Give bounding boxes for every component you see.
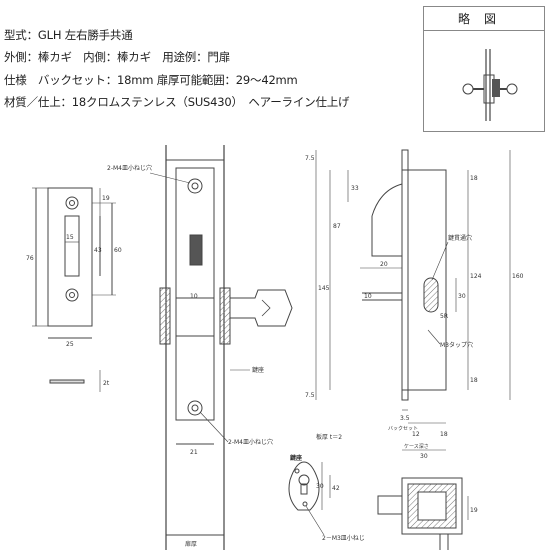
dim-10-front: 10 [190, 293, 198, 300]
schematic-title: 略図 [424, 7, 544, 31]
spec-model: 型式：GLH 左右勝手共通 [4, 28, 133, 42]
dim-15: 15 [66, 234, 74, 241]
label-case-depth: ケース深さ [404, 443, 429, 450]
technical-drawing: 76 60 43 19 15 25 2t 2-M4皿小ねじ穴 10 鍵座 2-M… [26, 145, 524, 550]
dim-145: 145 [318, 285, 330, 292]
label-key-seat-title: 鍵座 [290, 454, 302, 462]
dim-18-top: 18 [470, 175, 478, 182]
dim-2t: 2t [103, 380, 110, 387]
label-m3-screw: 2－M3皿小ねじ [322, 534, 365, 542]
dim-5r: 5R [440, 313, 448, 320]
dim-87: 87 [333, 223, 341, 230]
label-key-through-hole: 鍵貫通穴 [448, 234, 472, 242]
label-m3-tap-hole: M3タップ穴 [440, 341, 473, 349]
plate-side-view [49, 370, 101, 392]
schematic-figure [462, 49, 518, 121]
dim-18-bottom: 18 [470, 377, 478, 384]
label-screw-top: 2-M4皿小ねじ穴 [107, 164, 152, 172]
dim-30-case: 30 [420, 453, 428, 460]
label-key-seat-front: 鍵座 [252, 366, 264, 374]
dim-25: 25 [66, 341, 74, 348]
dim-21: 21 [190, 449, 198, 456]
spec-keys: 外側：棒カギ 内側：棒カギ 用途例：門扉 [4, 50, 230, 64]
dim-124: 124 [470, 273, 482, 280]
dim-60: 60 [114, 247, 122, 254]
dim-33: 33 [351, 185, 359, 192]
label-plate-thickness: 板厚 t＝2 [316, 433, 342, 441]
dim-19-bottom: 19 [470, 507, 478, 514]
dim-7-5-bottom: 7.5 [305, 392, 315, 399]
dim-12: 12 [412, 431, 420, 438]
label-backset: バックセット [388, 426, 418, 432]
dim-30-keyseat: 30 [316, 483, 324, 490]
lock-side-view [315, 149, 511, 451]
key-seat-view [288, 461, 331, 511]
spec-dimensions: 仕様 バックセット：18mm 扉厚可能範囲：29～42mm [4, 73, 298, 87]
label-screw-bottom: 2-M4皿小ねじ穴 [228, 438, 273, 446]
schematic-box: 略図 [423, 6, 545, 132]
dim-43: 43 [94, 247, 102, 254]
dim-20: 20 [380, 261, 388, 268]
dim-18-depth: 18 [440, 431, 448, 438]
dim-7-5-top: 7.5 [305, 155, 315, 162]
spec-material: 材質／仕上：18クロムステンレス（SUS430） ヘアーライン仕上げ [4, 95, 350, 109]
plate-front-view [32, 187, 116, 339]
dim-19: 19 [102, 195, 110, 202]
dim-160: 160 [512, 273, 524, 280]
dim-10-side: 10 [364, 293, 372, 300]
dim-3-5: 3.5 [400, 415, 410, 422]
bottom-detail-view [377, 477, 469, 550]
dim-42: 42 [332, 485, 340, 492]
dim-30: 30 [458, 293, 466, 300]
dim-76: 76 [26, 255, 34, 262]
center-front-view [159, 145, 293, 550]
label-door-thickness: 扉厚 [185, 540, 197, 548]
